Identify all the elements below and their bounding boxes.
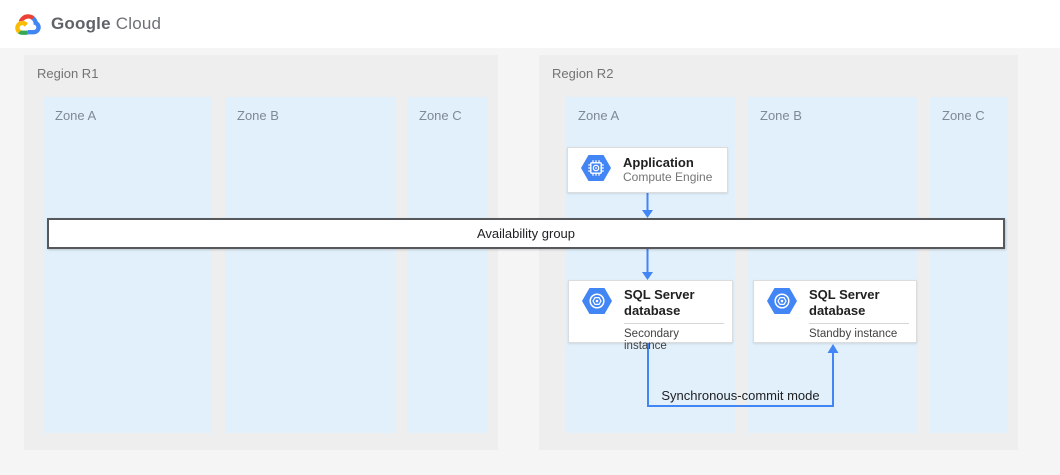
zone-label: Zone B	[760, 108, 802, 123]
sql-standby-instance-label: Standby instance	[809, 328, 898, 341]
application-card: Application Compute Engine	[567, 147, 728, 193]
region-r1-zone-a: Zone A	[43, 97, 212, 433]
application-card-texts: Application Compute Engine	[623, 155, 712, 186]
header: Google Cloud	[0, 0, 1060, 48]
region-r2-zone-b: Zone B	[748, 97, 918, 433]
logo-text-cloud: Cloud	[115, 14, 162, 33]
application-title: Application	[623, 154, 694, 170]
logo-text: Google Cloud	[51, 14, 161, 34]
cloud-sql-icon	[767, 288, 797, 342]
region-r2-label: Region R2	[552, 66, 614, 81]
cloud-sql-icon	[582, 288, 612, 342]
sync-commit-mode-label: Synchronous-commit mode	[661, 388, 820, 403]
card-divider	[809, 323, 909, 325]
google-cloud-logo: Google Cloud	[15, 13, 161, 35]
region-r1-zone-b: Zone B	[225, 97, 395, 433]
logo-text-google: Google	[51, 14, 111, 33]
availability-group-label: Availability group	[476, 226, 576, 241]
availability-group-band: Availability group	[47, 218, 1005, 249]
zone-label: Zone C	[942, 108, 985, 123]
sql-secondary-title: SQL Server database	[624, 287, 695, 318]
region-r1-zone-c: Zone C	[407, 97, 488, 433]
compute-engine-icon	[581, 154, 611, 186]
sql-standby-texts: SQL Server database Standby instance	[809, 287, 909, 342]
card-divider	[624, 323, 724, 325]
sql-server-secondary-card: SQL Server database Secondary instance	[568, 280, 733, 352]
sql-server-standby-card: SQL Server database Standby instance	[753, 280, 917, 343]
zone-label: Zone A	[578, 108, 620, 123]
region-r2-zone-c: Zone C	[930, 97, 1008, 433]
sql-secondary-instance-label: Secondary instance	[624, 328, 679, 353]
region-r1-label: Region R1	[37, 66, 99, 81]
region-r1: Region R1 Zone A Zone B Zone C	[24, 55, 498, 450]
zone-label: Zone C	[419, 108, 462, 123]
zone-label: Zone B	[237, 108, 279, 123]
zone-label: Zone A	[55, 108, 97, 123]
google-cloud-logo-icon	[15, 13, 41, 35]
sql-secondary-texts: SQL Server database Secondary instance	[624, 287, 724, 352]
sql-standby-title: SQL Server database	[809, 287, 880, 318]
application-subtitle: Compute Engine	[623, 170, 713, 185]
